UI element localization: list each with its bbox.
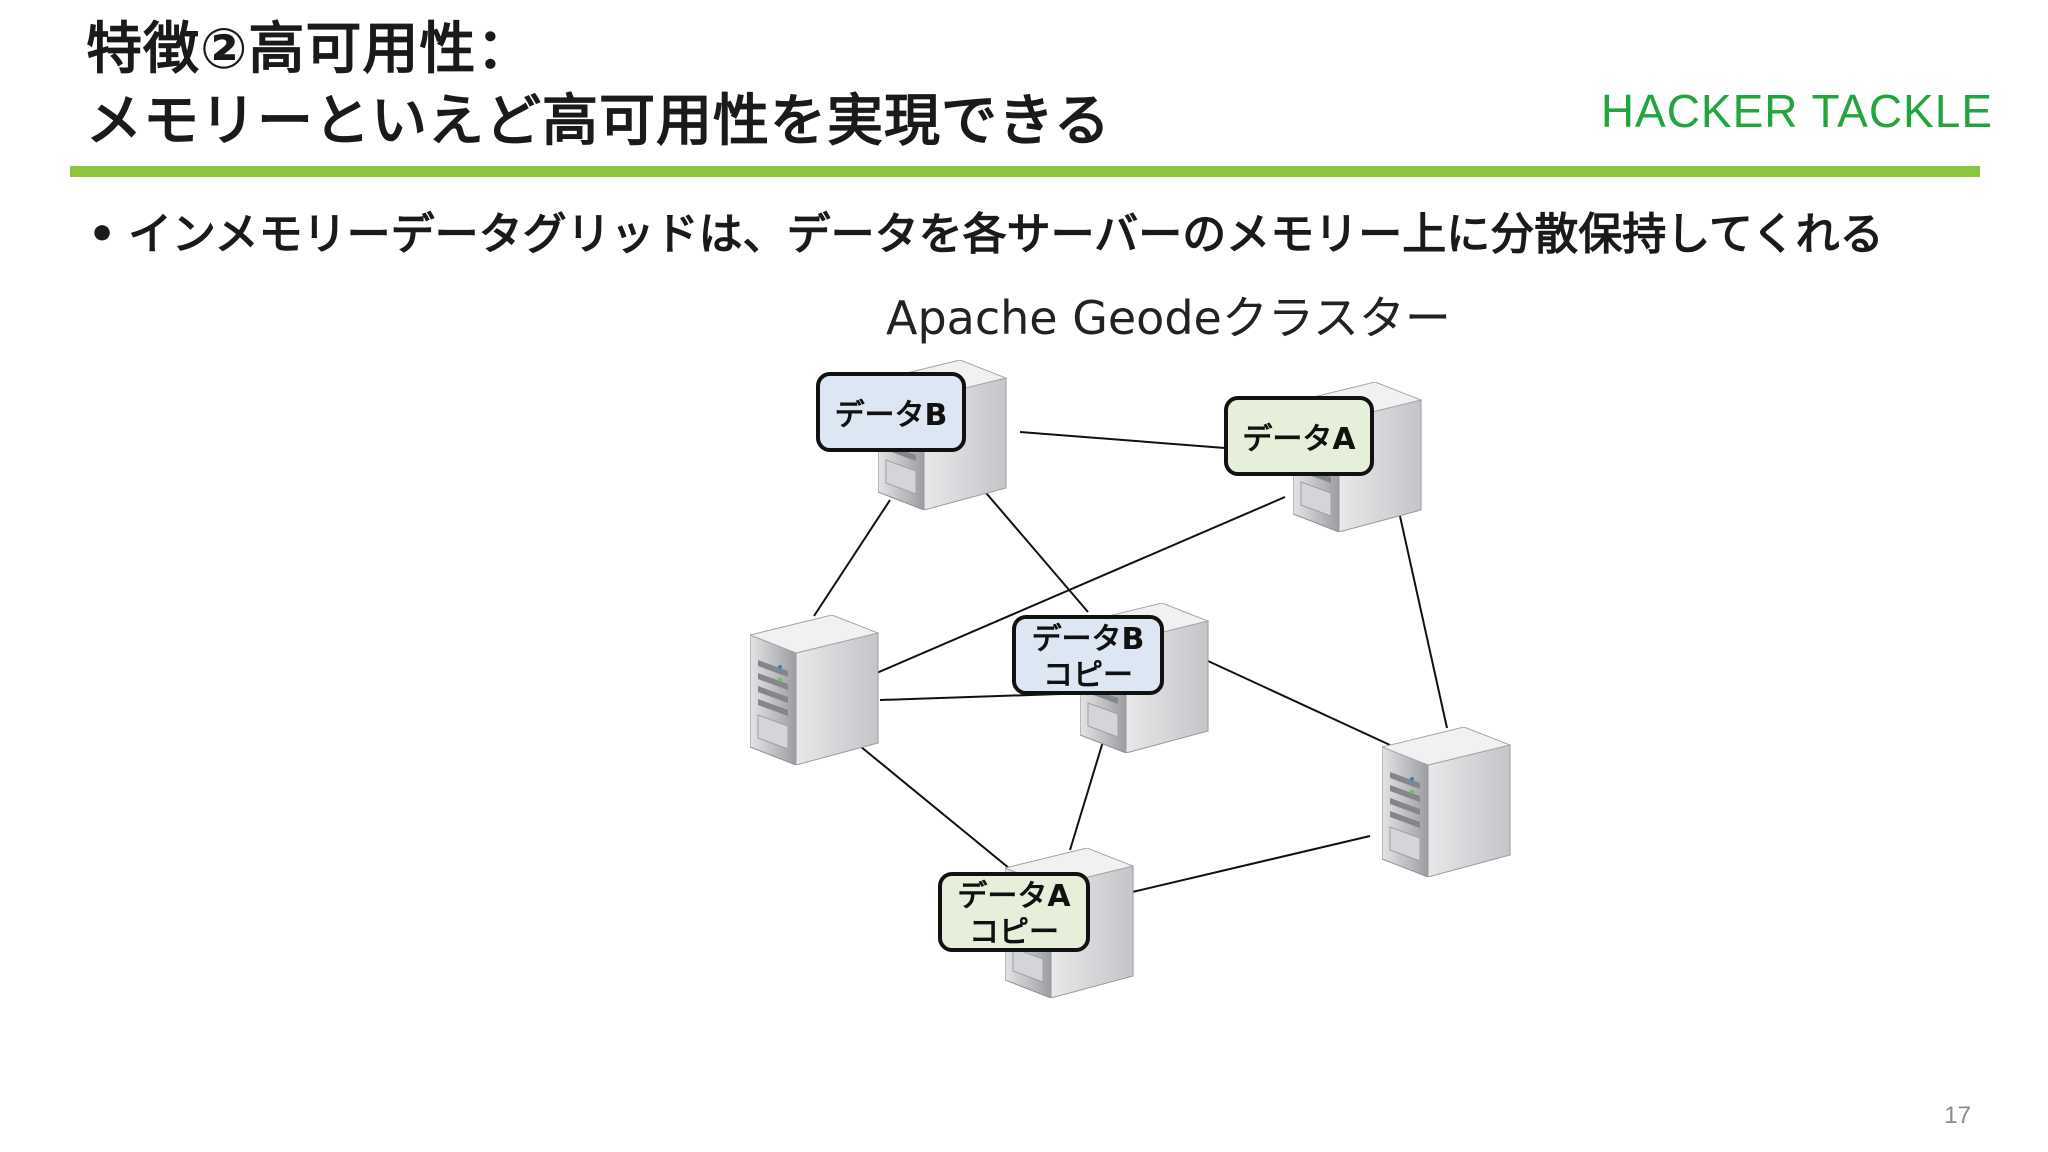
bullet-point: •インメモリーデータグリッドは、データを各サーバーのメモリー上に分散保持してくれ… — [88, 198, 1884, 262]
hacker-tackle-logo: HACKER TACKLE — [1600, 85, 1993, 137]
page-number: 17 — [1944, 1102, 1971, 1129]
link-s4-s5 — [1194, 654, 1391, 746]
title-line-1: 特徴②高可用性： — [86, 17, 534, 82]
data-a-label: データA — [1224, 396, 1374, 476]
server-icon — [1382, 727, 1511, 877]
data-b-label-text: データB — [835, 398, 948, 433]
data-a-copy-label-line1: データA — [957, 879, 1071, 914]
link-s5-s6 — [1127, 835, 1371, 894]
data-a-label-text: データA — [1242, 422, 1356, 457]
server-icon — [750, 615, 879, 765]
title-line-2: メモリーといえど高可用性を実現できる — [86, 89, 1111, 154]
link-s4-s6 — [1069, 734, 1106, 851]
link-s1-s3 — [813, 499, 891, 617]
link-s1-s2 — [1019, 431, 1226, 449]
link-s1-s4 — [974, 479, 1089, 613]
bullet-text: インメモリーデータグリッドは、データを各サーバーのメモリー上に分散保持してくれる — [128, 209, 1884, 260]
data-b-copy-label-line1: データB — [1032, 622, 1145, 657]
link-s2-s3 — [871, 496, 1286, 676]
slide-title: 特徴②高可用性： メモリーといえど高可用性を実現できる — [86, 14, 1111, 158]
cluster-title: Apache Geodeクラスター — [886, 291, 1451, 345]
bullet-dot-icon: • — [88, 209, 117, 260]
data-b-label: データB — [816, 372, 966, 452]
title-divider — [70, 166, 1980, 177]
data-a-copy-label: データA コピー — [938, 872, 1090, 952]
data-b-copy-label-line2: コピー — [1043, 658, 1133, 693]
link-s2-s5 — [1391, 479, 1448, 729]
link-s3-s6 — [837, 727, 1016, 874]
data-b-copy-label: データB コピー — [1012, 615, 1164, 695]
data-a-copy-label-line2: コピー — [969, 915, 1059, 950]
data-labels: データB データA データB コピー データA コピー — [816, 372, 1374, 952]
